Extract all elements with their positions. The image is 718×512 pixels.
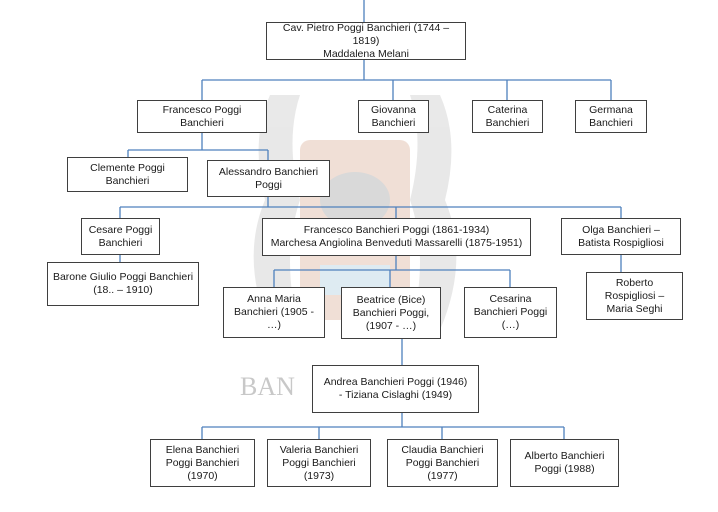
person-beatrice: Beatrice (Bice) Banchieri Poggi, (1907 -… (341, 287, 441, 339)
person-francesco-sr: Francesco Poggi Banchieri (137, 100, 267, 133)
person-alberto: Alberto Banchieri Poggi (1988) (510, 439, 619, 487)
person-alessandro-label: Alessandro Banchieri Poggi (218, 165, 319, 191)
person-cesarina-label: Cesarina Banchieri Poggi (…) (473, 293, 548, 331)
person-giulio-label: Barone Giulio Poggi Banchieri (18.. – 19… (52, 271, 194, 296)
person-pietro: Cav. Pietro Poggi Banchieri (1744 – 1819… (266, 22, 466, 60)
person-roberto: Roberto Rospigliosi – Maria Seghi (586, 272, 683, 320)
person-caterina-label: Caterina Banchieri (485, 103, 530, 129)
person-francesco-jr: Francesco Banchieri Poggi (1861-1934) Ma… (262, 218, 531, 256)
person-alberto-label: Alberto Banchieri Poggi (1988) (524, 450, 605, 475)
person-giulio: Barone Giulio Poggi Banchieri (18.. – 19… (47, 262, 199, 306)
person-clemente: Clemente Poggi Banchieri (67, 157, 188, 192)
person-cesare-label: Cesare Poggi Banchieri (88, 223, 153, 249)
person-valeria: Valeria Banchieri Poggi Banchieri (1973) (267, 439, 371, 487)
person-valeria-label: Valeria Banchieri Poggi Banchieri (1973) (279, 443, 359, 482)
person-giovanna-label: Giovanna Banchieri (371, 103, 416, 129)
person-andrea: Andrea Banchieri Poggi (1946) - Tiziana … (312, 365, 479, 413)
person-claudia-label: Claudia Banchieri Poggi Banchieri (1977) (401, 443, 484, 482)
person-claudia: Claudia Banchieri Poggi Banchieri (1977) (387, 439, 498, 487)
person-germana-label: Germana Banchieri (589, 103, 633, 129)
watermark-text: BAN (240, 372, 295, 401)
person-cesarina: Cesarina Banchieri Poggi (…) (464, 287, 557, 338)
person-olga: Olga Banchieri – Batista Rospigliosi (561, 218, 681, 255)
person-francesco-jr-label: Francesco Banchieri Poggi (1861-1934) Ma… (270, 224, 523, 249)
person-cesare: Cesare Poggi Banchieri (81, 218, 160, 255)
person-olga-label: Olga Banchieri – Batista Rospigliosi (578, 223, 664, 249)
person-caterina: Caterina Banchieri (472, 100, 543, 133)
person-giovanna: Giovanna Banchieri (358, 100, 429, 133)
person-pietro-label: Cav. Pietro Poggi Banchieri (1744 – 1819… (282, 21, 450, 60)
person-andrea-label: Andrea Banchieri Poggi (1946) - Tiziana … (323, 376, 468, 401)
person-francesco-sr-label: Francesco Poggi Banchieri (162, 103, 242, 129)
person-roberto-label: Roberto Rospigliosi – Maria Seghi (604, 276, 665, 315)
person-germana: Germana Banchieri (575, 100, 647, 133)
person-beatrice-label: Beatrice (Bice) Banchieri Poggi, (1907 -… (352, 293, 430, 332)
person-elena-label: Elena Banchieri Poggi Banchieri (1970) (165, 443, 240, 482)
person-anna-maria: Anna Maria Banchieri (1905 - …) (223, 287, 325, 338)
person-anna-maria-label: Anna Maria Banchieri (1905 - …) (234, 293, 314, 331)
person-alessandro: Alessandro Banchieri Poggi (207, 160, 330, 197)
person-clemente-label: Clemente Poggi Banchieri (90, 161, 165, 187)
person-elena: Elena Banchieri Poggi Banchieri (1970) (150, 439, 255, 487)
